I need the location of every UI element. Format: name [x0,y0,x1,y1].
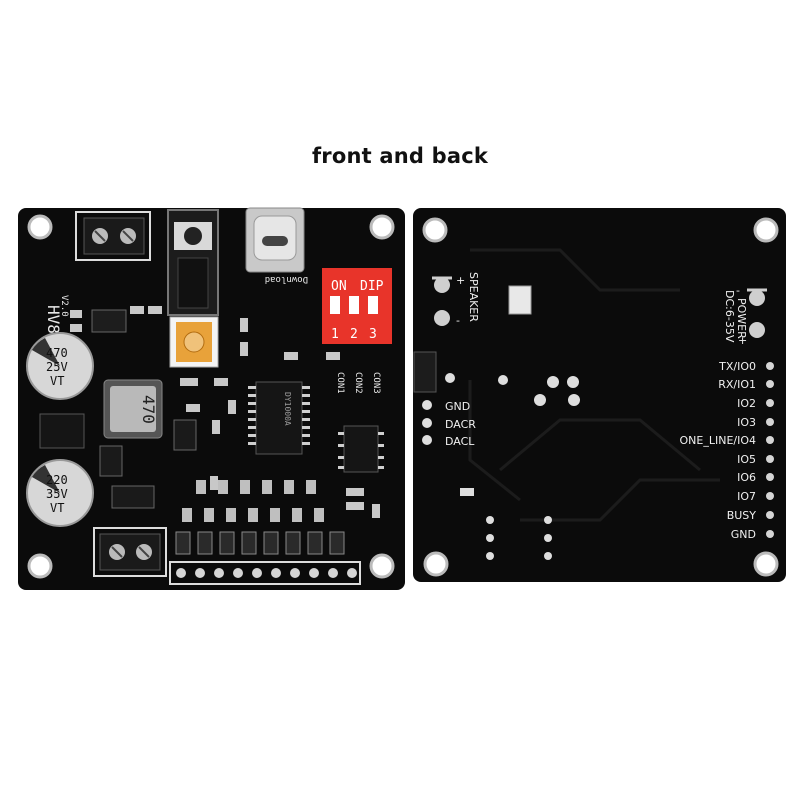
download-label: Download [265,274,308,284]
audio-pads: GND DACR DACL [422,400,476,448]
back-board: + - SPEAKER DC:6-35V POWER - + GND DAC [413,208,786,582]
cap-brand: VT [50,374,64,388]
jack-edge [413,351,437,393]
pin-label: IO5 [737,453,756,466]
pin-labels: TX/IO0 RX/IO1 IO2 IO3 ONE_LINE/IO4 IO5 I… [680,360,757,541]
dip-number: 1 [331,327,339,342]
dip-number: 3 [369,327,377,342]
mounting-hole [369,553,395,579]
mounting-hole [27,214,53,240]
front-board: Download ON DIP 1 2 3 HV8F V2.0 470 25V … [18,207,405,590]
speaker-label: SPEAKER [467,272,480,322]
pin-label: IO2 [737,397,756,410]
power-pads: DC:6-35V POWER - + [723,284,767,347]
con-label: CON1 [335,372,345,394]
through-hole-pads [445,373,580,560]
mounting-hole [753,217,779,243]
mounting-hole [369,214,395,240]
mounting-hole [27,553,53,579]
capacitor: 220 35V VT [26,459,94,527]
caption: front and back [311,144,489,168]
pin-label: BUSY [727,509,757,522]
pin-label: ONE_LINE/IO4 [680,434,757,447]
terminal-block [93,527,167,577]
resistor-array [182,480,324,522]
pin-pads [766,362,774,538]
audio-pad-label: DACR [445,418,476,431]
amplifier-chip [338,425,384,473]
audio-jack [167,209,219,316]
pin-label: IO3 [737,416,756,429]
speaker-pads: + - SPEAKER [432,272,480,327]
dip-label: DIP [360,279,384,294]
speaker-minus: - [456,314,460,327]
dip-on-label: ON [331,279,347,294]
pcb-traces [468,248,720,522]
pin-header [169,561,361,585]
chip-marking: DY1000A [283,392,292,426]
smd-components [70,306,380,518]
cap-voltage: 25V [46,360,68,374]
power-minus: - [736,284,740,297]
cap-value: 220 [46,473,68,487]
power-range-label: DC:6-35V [723,290,736,343]
cap-value: 470 [46,346,68,360]
main-chip: DY1000A [248,381,310,455]
dip-switch: ON DIP 1 2 3 [322,268,392,344]
audio-pad-label: DACL [445,435,475,448]
capacitor: 470 25V VT [26,332,94,400]
inductor: 470 [103,379,163,439]
mounting-hole [423,551,449,577]
cap-brand: VT [50,501,64,515]
mounting-hole [753,551,779,577]
usb-c-port [245,207,305,273]
con-label: CON2 [353,372,363,394]
diode-row [175,531,345,555]
trimmer-potentiometer [169,316,219,368]
pin-label: TX/IO0 [718,360,756,373]
inductor-value: 470 [139,395,158,424]
pin-label: GND [731,528,756,541]
regulator-chip [39,413,197,509]
speaker-plus: + [456,274,465,287]
mounting-hole [422,217,448,243]
power-plus: + [738,334,747,347]
pin-label: IO6 [737,471,756,484]
dip-number: 2 [350,327,358,342]
pin-label: IO7 [737,490,756,503]
cap-voltage: 35V [46,487,68,501]
power-label: POWER [735,298,748,339]
version-label: V2.0 [59,295,69,317]
audio-pad-label: GND [445,400,470,413]
con-label: CON3 [371,372,381,394]
terminal-block [75,211,151,261]
test-pad [508,285,532,315]
pin-label: RX/IO1 [718,378,756,391]
